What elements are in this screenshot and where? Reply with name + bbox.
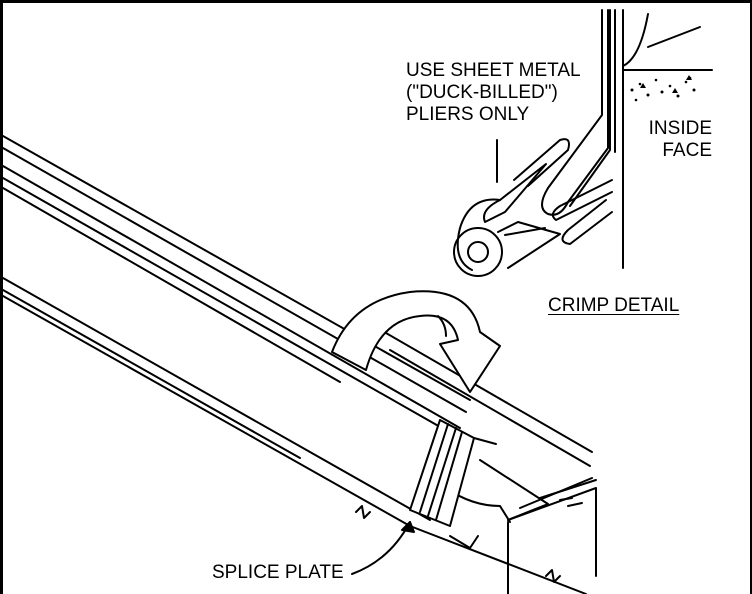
crimp-detail-illustration: [453, 9, 713, 277]
metal-layer-inner: [569, 9, 611, 207]
rail-line-3: [2, 165, 461, 429]
plier-pivot-outer: [453, 227, 503, 277]
channel-floor-inner: [479, 459, 549, 521]
splice-plate-rib-3: [435, 431, 463, 521]
inside-face-line-2: FACE: [662, 140, 712, 161]
splice-plate-top: [473, 437, 497, 445]
far-rail-top: [359, 317, 593, 453]
plier-jaw-lower: [561, 199, 613, 245]
body-edge-3: [2, 295, 411, 527]
break-mark-right: [545, 569, 561, 583]
crimp-detail-title: CRIMP DETAIL: [548, 295, 680, 316]
channel-bottom-fold: [449, 535, 479, 549]
break-mark-left: [355, 505, 371, 519]
splice-plate-rib-1: [419, 423, 449, 513]
plier-jaw-upper: [483, 163, 547, 223]
pliers-instruction-line-3: PLIERS ONLY: [406, 104, 530, 125]
plier-pivot-inner: [467, 241, 489, 263]
end-block-top: [507, 487, 597, 577]
body-bottom-edge: [409, 525, 587, 594]
splice-plate-arrowhead: [401, 521, 415, 533]
rail-line-1: [2, 135, 471, 401]
wall-fillet: [622, 13, 649, 67]
concrete-stipple: [630, 75, 696, 102]
plier-jaw-upper-tip: [513, 138, 570, 187]
end-block-hatch: [559, 497, 583, 507]
rail-line-4: [2, 177, 457, 437]
plier-body: [497, 221, 561, 269]
inside-face-line-1: INSIDE: [648, 118, 712, 139]
far-rail-bottom: [389, 349, 591, 467]
pliers-instruction-line-1: USE SHEET METAL: [406, 60, 581, 81]
plier-handle-lower: [504, 227, 546, 236]
inside-face-label: INSIDE FACE: [640, 118, 712, 162]
plier-handle-upper: [456, 198, 501, 271]
rail-line-2: [2, 147, 467, 413]
channel-assembly: [2, 135, 597, 594]
metal-layer-outer: [541, 9, 609, 216]
rail-line-5: [2, 187, 341, 383]
crimp-direction-arrow: [331, 290, 501, 393]
leader-line-wall: [647, 26, 701, 48]
pliers-instruction-line-2: ("DUCK-BILLED"): [406, 82, 558, 103]
curved-arrow-body: [331, 290, 501, 393]
splice-plate-label: SPLICE PLATE: [212, 562, 344, 583]
splice-plate-rib-2: [427, 427, 457, 517]
pliers-instruction-label: USE SHEET METAL ("DUCK-BILLED") PLIERS O…: [406, 60, 581, 126]
plier-jaw-middle: [551, 179, 613, 221]
curved-arrow-fold: [437, 315, 447, 337]
body-edge-1: [2, 277, 431, 521]
end-block-lip-2: [539, 479, 597, 499]
body-edge-2: [2, 289, 301, 459]
